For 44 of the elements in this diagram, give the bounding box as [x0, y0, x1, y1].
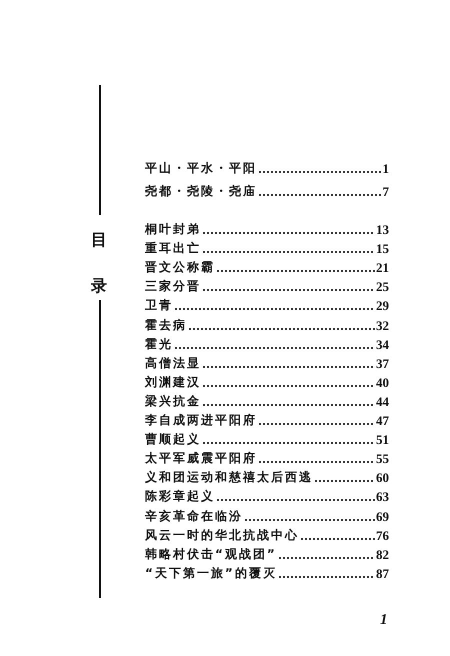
chapter-title: 三家分晋	[145, 278, 201, 296]
page-number: 87	[376, 566, 389, 582]
chapter-title: 辛亥革命在临汾	[145, 508, 243, 524]
page-number: 76	[376, 528, 389, 544]
chapter-title: 韩略村伏击“观战团”	[145, 546, 277, 563]
chapter-title: 梁兴抗金	[145, 392, 201, 410]
page-number: 25	[376, 279, 389, 296]
chapter-title: 尧都・尧陵・尧庙	[145, 183, 257, 200]
page-number: 7	[382, 184, 389, 200]
chapter-title: 太平军威震平阳府	[145, 450, 257, 468]
page-number: 55	[376, 451, 389, 468]
page-number: 51	[376, 432, 389, 448]
chapter-title: 李自成两进平阳府	[145, 412, 257, 429]
chapter-title: 桐叶封弟	[145, 221, 201, 238]
folio-number: 1	[380, 612, 388, 629]
page-number: 1	[382, 161, 389, 177]
chapter-title: 霍光	[145, 336, 173, 353]
chapter-title: “天下第一旅”的覆灭	[145, 564, 277, 582]
page-number: 60	[376, 470, 389, 486]
page-title: 目录	[91, 229, 107, 298]
chapter-title: 义和团运动和慈禧太后西逃	[145, 469, 313, 486]
chapter-title: 陈彩章起义	[145, 488, 215, 506]
page-number: 37	[376, 356, 389, 372]
chapter-title: 重耳出亡	[145, 240, 201, 258]
page-number: 63	[376, 489, 389, 506]
page-number: 82	[376, 546, 389, 563]
chapter-title: 风云一时的华北抗战中心	[145, 526, 299, 544]
page-number: 44	[376, 394, 389, 410]
page-number: 15	[376, 241, 389, 258]
page-number: 29	[376, 298, 389, 314]
chapter-title: 卫青	[145, 297, 173, 314]
chapter-title: 霍去病	[145, 316, 187, 334]
chapter-title: 刘渊建汉	[145, 374, 201, 391]
page-number: 32	[376, 318, 389, 334]
page-number: 69	[376, 508, 389, 524]
page-number: 40	[376, 374, 389, 391]
chapter-title: 曹顺起义	[145, 431, 201, 448]
page-number: 47	[376, 413, 389, 429]
page-number: 21	[376, 260, 389, 276]
page-number: 13	[376, 222, 389, 238]
chapter-title: 晋文公称霸	[145, 259, 215, 276]
page-number: 34	[376, 336, 389, 353]
chapter-title: 平山・平水・平阳	[145, 160, 257, 177]
chapter-title: 高僧法显	[145, 354, 201, 372]
